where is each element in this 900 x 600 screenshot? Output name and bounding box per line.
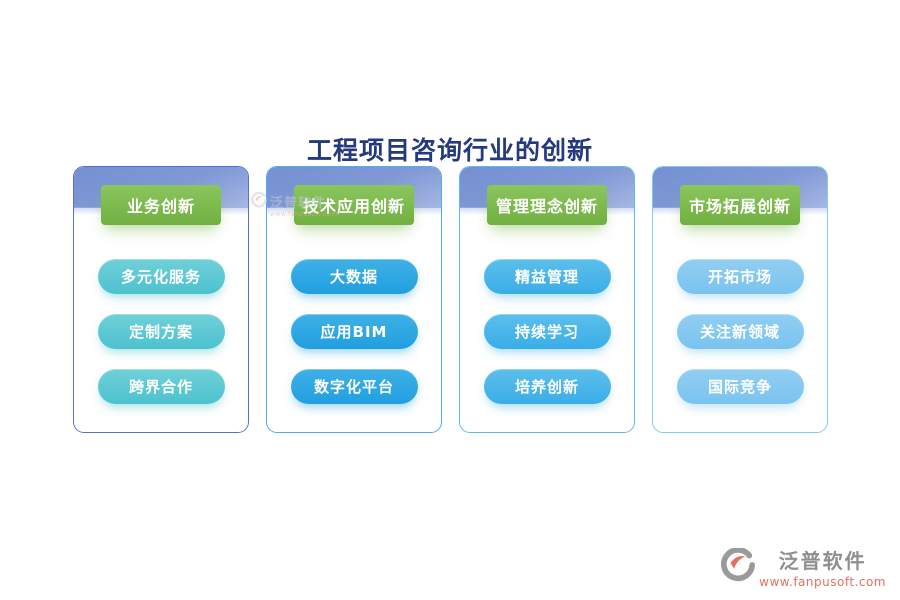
pill-item: 定制方案: [97, 314, 225, 349]
pill-item: 关注新领域: [676, 314, 804, 349]
pill-stack: 开拓市场 关注新领域 国际竞争: [653, 259, 827, 404]
pill-item: 跨界合作: [97, 369, 225, 404]
card-header-label: 市场拓展创新: [680, 185, 800, 225]
card-management-innovation: 管理理念创新 精益管理 持续学习 培养创新: [459, 166, 635, 433]
card-header-label: 管理理念创新: [487, 185, 607, 225]
pill-item: 大数据: [290, 259, 418, 294]
pill-item: 应用BIM: [290, 314, 418, 349]
card-business-innovation: 业务创新 多元化服务 定制方案 跨界合作: [73, 166, 249, 433]
pill-item: 开拓市场: [676, 259, 804, 294]
pill-item: 持续学习: [483, 314, 611, 349]
page-title: 工程项目咨询行业的创新: [306, 136, 593, 165]
pill-item: 精益管理: [483, 259, 611, 294]
card-header-label: 业务创新: [101, 185, 221, 225]
card-market-innovation: 市场拓展创新 开拓市场 关注新领域 国际竞争: [652, 166, 828, 433]
pill-stack: 多元化服务 定制方案 跨界合作: [74, 259, 248, 404]
fanpu-logo-icon: [721, 547, 756, 586]
pill-stack: 精益管理 持续学习 培养创新: [460, 259, 634, 404]
card-technology-innovation: 技术应用创新 大数据 应用BIM 数字化平台: [266, 166, 442, 433]
pill-item: 多元化服务: [97, 259, 225, 294]
cards-row: 业务创新 多元化服务 定制方案 跨界合作 技术应用创新 大数据 应用BIM 数字…: [73, 166, 828, 433]
footer-website-url: www.fanpusoft.com: [759, 575, 886, 589]
pill-item: 培养创新: [483, 369, 611, 404]
footer-logo: 泛普软件 www.fanpusoft.com: [721, 545, 886, 589]
pill-item: 国际竞争: [676, 369, 804, 404]
footer-brand-name: 泛普软件: [778, 549, 867, 573]
pill-stack: 大数据 应用BIM 数字化平台: [267, 259, 441, 404]
pill-item: 数字化平台: [290, 369, 418, 404]
card-header-label: 技术应用创新: [294, 185, 414, 225]
